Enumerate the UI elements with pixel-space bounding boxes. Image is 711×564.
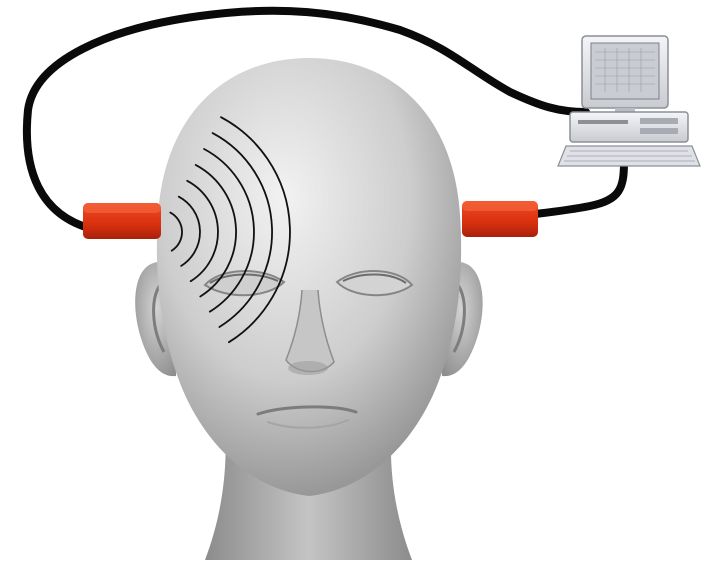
- electrode-left: [83, 203, 161, 239]
- desktop-computer-icon: [558, 36, 700, 166]
- human-head-icon: [157, 58, 461, 496]
- cable-right: [535, 162, 624, 214]
- electrode-right: [462, 201, 538, 237]
